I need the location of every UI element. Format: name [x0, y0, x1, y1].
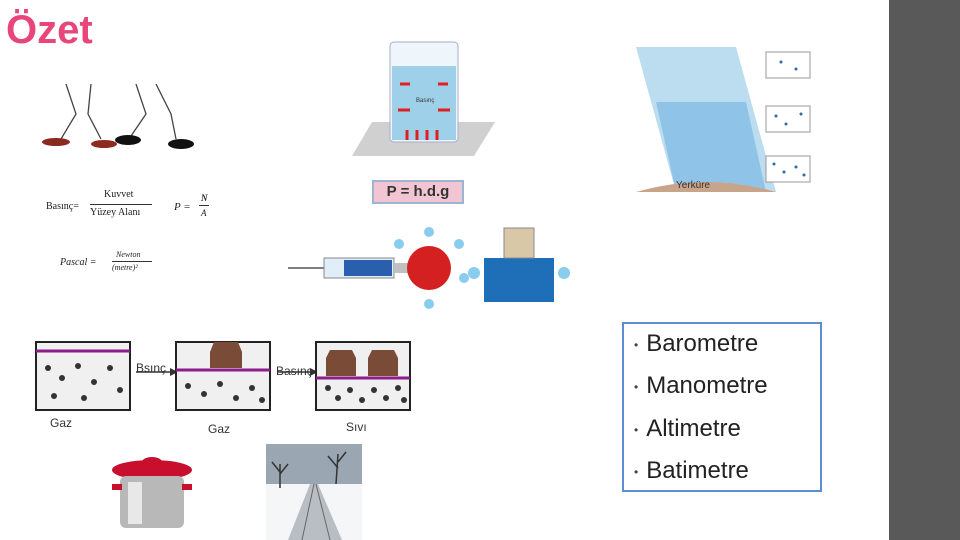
list-item-label: Manometre — [646, 372, 768, 399]
formula-metre2: (metre)² — [112, 263, 138, 272]
formula-newton: Newton — [116, 250, 141, 259]
arrow-label-1: Bsınç — [136, 361, 167, 375]
formula-kuvvet: Kuvvet — [104, 189, 134, 200]
list-item-label: Batimetre — [646, 457, 749, 484]
formula-yuzey-alani: Yüzey Alanı — [90, 207, 141, 218]
slide-title: Özet — [6, 8, 93, 52]
bullet-icon: • — [634, 379, 639, 394]
bullet-icon: • — [634, 464, 639, 479]
list-item-label: Altimetre — [646, 415, 741, 442]
list-item-label: Barometre — [646, 330, 759, 357]
list-item-manometre: • Manometre — [634, 372, 768, 400]
atmosphere-illustration — [636, 47, 811, 192]
bullet-icon: • — [634, 337, 639, 352]
formula-p: P = — [174, 201, 191, 213]
container-label-gas-1: Gaz — [50, 416, 73, 430]
container-label-gas-2: Gaz — [208, 422, 231, 436]
bullet-icon: • — [634, 422, 639, 437]
pascal-formula: Pascal = Newton (metre)² — [60, 250, 170, 276]
arrow-label-2: Basınç — [276, 364, 313, 378]
list-item-barometre: • Barometre — [634, 330, 758, 358]
snowy-road-image — [266, 444, 362, 540]
pascal-devices-illustration — [284, 218, 580, 318]
list-item-altimetre: • Altimetre — [634, 415, 741, 443]
formula-a: A — [201, 208, 207, 218]
walking-feet-illustration — [42, 84, 194, 149]
container-label-liquid: Sıvı — [346, 420, 367, 434]
formula-pascal: Pascal = — [60, 257, 97, 268]
instruments-list-box: • Barometre • Manometre • Altimetre • Batime… — [622, 322, 822, 492]
pressure-formula: Basınç= Kuvvet Yüzey Alanı P = N A — [46, 189, 216, 225]
fraction-bar — [90, 204, 152, 205]
liquid-formula-box: P = h.d.g — [372, 180, 464, 204]
pressure-cooker-image — [112, 457, 192, 528]
formula-n: N — [201, 193, 208, 203]
beaker-illustration: Basınç — [352, 41, 495, 156]
right-sidebar — [889, 0, 960, 540]
earth-label: Yerküre — [676, 180, 711, 191]
beaker-label: Basınç — [416, 98, 434, 104]
gas-liquid-container-diagram — [35, 341, 411, 411]
list-item-batimetre: • Batimetre — [634, 457, 749, 485]
formula-basinc: Basınç= — [46, 201, 79, 212]
